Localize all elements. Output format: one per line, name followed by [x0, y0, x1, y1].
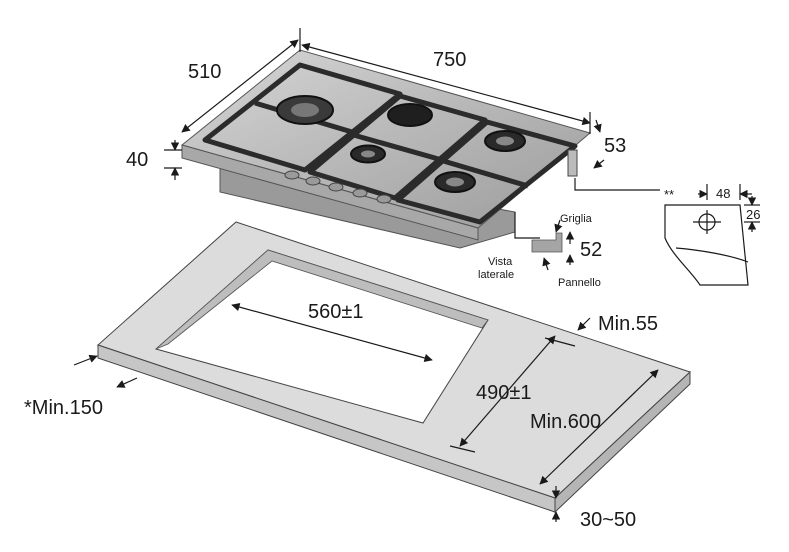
gas-hob [180, 49, 592, 249]
side-view-profile [531, 232, 563, 253]
label-26: 26 [746, 207, 760, 222]
label-510: 510 [188, 61, 221, 83]
label-40: 40 [126, 149, 148, 171]
knob [328, 182, 344, 192]
dimension-labels: 750 510 40 53 560±1 490±1 Min.55 Min.600… [24, 49, 760, 531]
label-min-55: Min.55 [598, 313, 658, 335]
label-min-150: *Min.150 [24, 397, 103, 419]
burner-spacing-detail [664, 184, 760, 286]
label-detail-marker: ** [664, 187, 674, 202]
label-53: 53 [604, 135, 626, 157]
dimension-lines [73, 28, 660, 522]
knob [376, 194, 392, 204]
gas-connector [567, 149, 578, 177]
label-750: 750 [433, 49, 466, 71]
detail-outline [664, 204, 749, 286]
knob [305, 176, 321, 186]
label-min-600: Min.600 [530, 411, 601, 433]
burner-rear-center [387, 103, 433, 127]
label-griglia: Griglia [560, 213, 593, 225]
knob [352, 188, 368, 198]
label-48: 48 [716, 186, 730, 201]
label-30-50: 30~50 [580, 509, 636, 531]
countertop [97, 221, 691, 514]
part-labels: Griglia Vista laterale Pannello [478, 213, 601, 289]
label-vista-line1: Vista [488, 256, 513, 268]
side-view-detail [531, 219, 575, 271]
label-52: 52 [580, 239, 602, 261]
knob [284, 170, 300, 180]
label-560: 560±1 [308, 301, 363, 323]
label-490: 490±1 [476, 382, 531, 404]
cutout-inner-wall [155, 249, 489, 350]
hob-knobs [284, 170, 392, 204]
label-pannello: Pannello [558, 277, 601, 289]
label-vista-line2: laterale [478, 269, 514, 281]
